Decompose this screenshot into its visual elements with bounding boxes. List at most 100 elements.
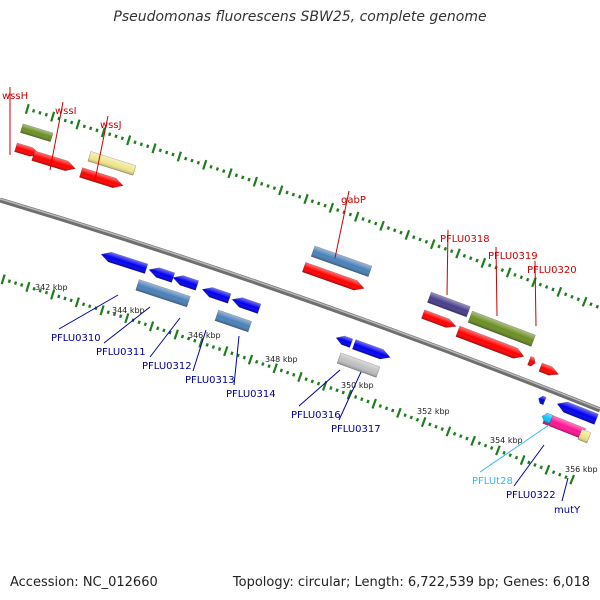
gene-olive-block bbox=[20, 123, 54, 142]
accession-text: Accession: NC_012660 bbox=[10, 575, 158, 590]
upper-ruler-tick bbox=[367, 219, 372, 224]
backbone-highlight bbox=[0, 198, 600, 410]
gene-wssj-arrow-sheen bbox=[79, 167, 124, 188]
lower-ruler-tick bbox=[310, 379, 314, 384]
gene-small-blue bbox=[538, 395, 547, 406]
gene-pflut28-arrow-sheen bbox=[542, 413, 553, 424]
upper-ruler-tick bbox=[379, 220, 385, 231]
lower-ruler-tick bbox=[371, 398, 377, 409]
upper-ruler-tick bbox=[38, 110, 42, 115]
upper-ruler-tick bbox=[266, 184, 270, 188]
upper-ruler-tick bbox=[393, 228, 397, 233]
gene-wssh-arrow bbox=[14, 142, 41, 157]
kbp-label-344: 344 kbp bbox=[112, 306, 145, 315]
upper-ruler-tick bbox=[412, 235, 416, 240]
gene-small-red bbox=[527, 356, 536, 367]
lower-ruler-tick bbox=[378, 404, 383, 408]
upper-ruler-tick bbox=[133, 140, 137, 145]
upper-ruler-tick bbox=[480, 257, 487, 268]
gene-small-blue-sheen bbox=[538, 395, 547, 405]
upper-ruler-tick bbox=[323, 203, 327, 208]
gene-pflu0320-arrow-sheen bbox=[538, 363, 559, 376]
gene-wssj-arrow bbox=[79, 167, 124, 189]
gene-end-khaki-sheen bbox=[577, 429, 591, 443]
gene-gabp-arrow-sheen bbox=[302, 262, 365, 291]
gene-pflut28-arrow bbox=[541, 413, 554, 425]
upper-ruler-tick bbox=[227, 168, 233, 179]
leader-pflu0312 bbox=[149, 317, 181, 358]
kbp-label-356: 356 kbp bbox=[565, 465, 598, 474]
upper-ruler-tick bbox=[70, 120, 74, 125]
upper-ruler-tick bbox=[44, 112, 48, 117]
gene-wssi-arrow bbox=[31, 150, 76, 172]
lower-ruler-tick bbox=[285, 370, 290, 375]
lower-ruler-tick bbox=[223, 346, 229, 357]
lower-ruler-tick bbox=[168, 330, 172, 335]
upper-ruler-tick bbox=[336, 208, 340, 212]
gene-olive-block-sheen bbox=[20, 123, 54, 142]
kbp-label-354: 354 kbp bbox=[490, 436, 523, 445]
lower-ruler-tick bbox=[353, 395, 358, 399]
gene-gabp-arrow bbox=[301, 262, 365, 291]
upper-ruler-tick bbox=[386, 226, 391, 230]
gene-label-pflu0318: PFLU0318 bbox=[440, 234, 490, 245]
lower-ruler-tick bbox=[162, 328, 166, 333]
gene-pflu0318-arrow-sheen bbox=[421, 309, 457, 328]
lower-ruler-tick bbox=[74, 297, 80, 308]
upper-ruler-tick bbox=[215, 167, 220, 171]
lower-ruler-tick bbox=[459, 434, 463, 439]
lower-ruler-tick bbox=[25, 281, 31, 292]
upper-ruler-tick bbox=[563, 292, 568, 297]
upper-ruler-tick bbox=[513, 272, 517, 277]
upper-ruler-tick bbox=[551, 287, 555, 292]
upper-ruler-tick bbox=[196, 160, 201, 165]
lower-ruler-tick bbox=[198, 337, 204, 348]
upper-ruler-tick bbox=[581, 296, 588, 307]
gene-pflu0314-block bbox=[214, 309, 252, 333]
lower-ruler-tick bbox=[205, 342, 209, 347]
lower-ruler-tick bbox=[57, 294, 61, 299]
upper-ruler-tick bbox=[424, 239, 429, 244]
upper-ruler-tick bbox=[278, 185, 284, 196]
lower-ruler-tick bbox=[490, 446, 494, 450]
leader-pflut28 bbox=[479, 424, 550, 473]
gene-pflu0318-block-sheen bbox=[427, 292, 471, 317]
upper-ruler-tick bbox=[291, 192, 296, 197]
lower-ruler-tick bbox=[279, 368, 284, 373]
upper-ruler-tick bbox=[374, 221, 378, 226]
upper-ruler-tick bbox=[158, 148, 162, 153]
gene-label-pflu0322: PFLU0322 bbox=[506, 490, 556, 501]
gene-label-wssi: wssI bbox=[55, 106, 77, 117]
backbone bbox=[0, 197, 600, 413]
lower-ruler-tick bbox=[148, 321, 155, 332]
leader-gabp bbox=[334, 190, 350, 259]
lower-ruler-tick bbox=[396, 407, 402, 418]
upper-ruler-tick bbox=[171, 152, 175, 157]
upper-ruler-tick bbox=[317, 201, 321, 206]
lower-ruler-tick bbox=[106, 310, 110, 315]
gene-end-khaki bbox=[577, 428, 592, 444]
upper-ruler-tick bbox=[328, 202, 335, 213]
lower-ruler-tick bbox=[502, 450, 506, 455]
lower-ruler-tick bbox=[346, 389, 353, 400]
lower-ruler-tick bbox=[551, 470, 556, 475]
lower-ruler-tick bbox=[329, 386, 333, 390]
upper-ruler-tick bbox=[252, 176, 259, 187]
lower-ruler-tick bbox=[255, 359, 259, 364]
upper-ruler-tick bbox=[285, 190, 289, 195]
gene-small-red-sheen bbox=[527, 356, 536, 367]
lower-ruler-tick bbox=[143, 322, 148, 327]
leader-pflu0317 bbox=[338, 371, 362, 421]
lower-ruler-tick bbox=[564, 475, 568, 480]
upper-ruler-tick bbox=[538, 282, 543, 287]
gene-pflu0316-arrow bbox=[335, 335, 354, 348]
upper-ruler-tick bbox=[241, 175, 245, 180]
gene-pflu0316-arrow-sheen bbox=[336, 336, 353, 348]
lower-ruler-tick bbox=[193, 338, 197, 343]
kbp-label-352: 352 kbp bbox=[417, 407, 450, 416]
gene-gabp-block-sheen bbox=[311, 246, 372, 277]
gene-pflu0319-block bbox=[467, 310, 536, 347]
gene-pflu0318-block bbox=[427, 291, 471, 318]
gene-gabp-block bbox=[310, 245, 373, 277]
lower-ruler-tick bbox=[63, 296, 67, 301]
